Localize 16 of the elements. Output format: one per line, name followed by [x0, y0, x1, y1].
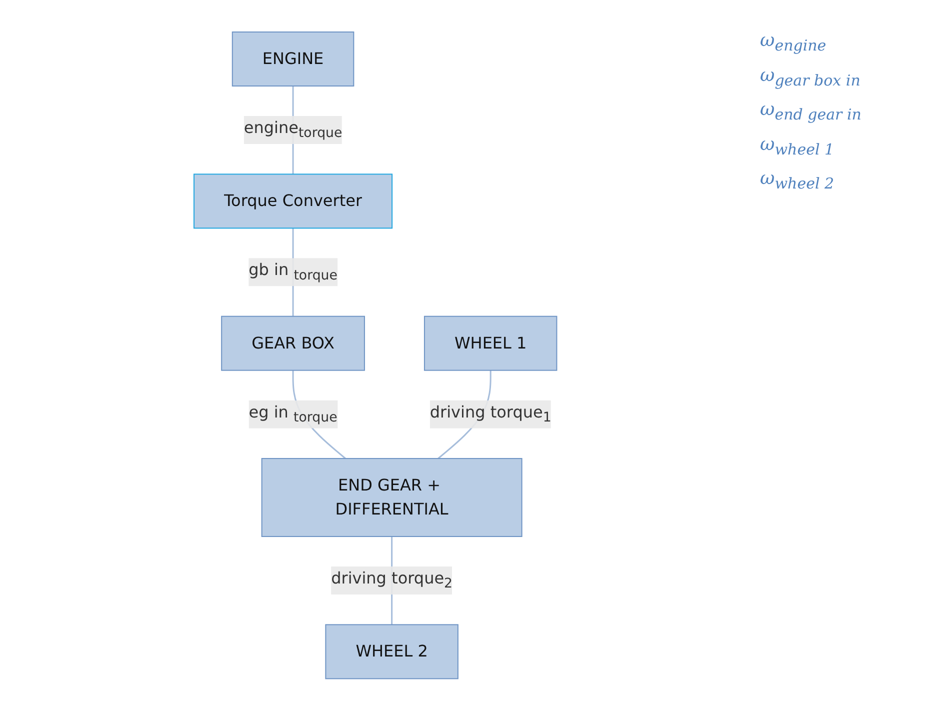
node-box: Torque Converter [193, 174, 392, 229]
edge-label: eg in $_{torque}$ [248, 402, 337, 426]
angular-velocity-label: ω$_{end gear in}$ [760, 99, 862, 124]
node-box: END GEAR + DIFFERENTIAL [260, 458, 522, 538]
node-box: WHEEL 2 [324, 624, 458, 680]
edge-label: driving torque$_{1}$ [430, 402, 551, 426]
node-box: ENGINE [232, 32, 354, 87]
node-box: WHEEL 1 [424, 316, 557, 371]
angular-velocity-label: ω$_{wheel 2}$ [760, 168, 836, 193]
edge-label: driving torque$_{2}$ [330, 568, 452, 592]
edge-label: engine$_{torque}$ [244, 118, 342, 142]
angular-velocity-label: ω$_{gear box in}$ [760, 64, 862, 90]
angular-velocity-label: ω$_{engine}$ [760, 30, 828, 55]
angular-velocity-label: ω$_{wheel 1}$ [760, 134, 836, 158]
node-box: GEAR BOX [220, 316, 365, 371]
edge-label: gb in $_{torque}$ [248, 260, 338, 284]
